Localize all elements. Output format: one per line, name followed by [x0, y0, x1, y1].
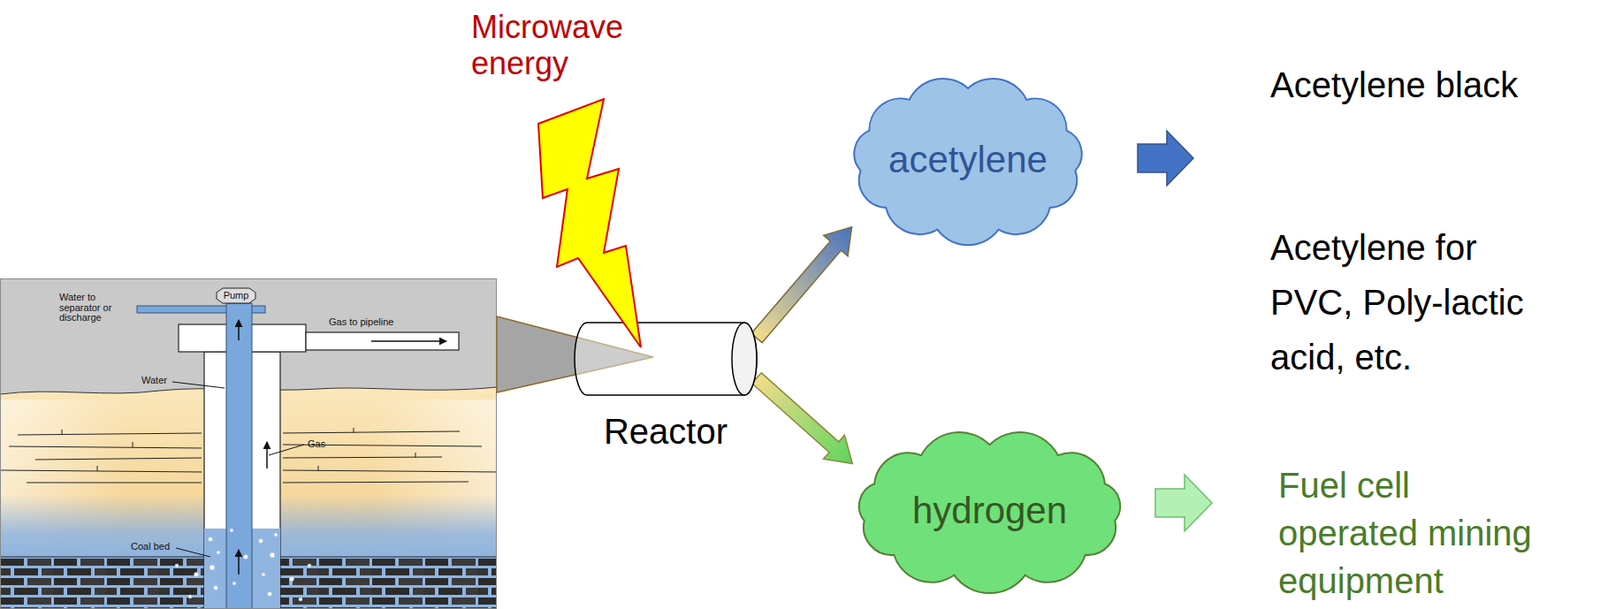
- node-label: hydrogen: [912, 488, 1067, 534]
- part-label: Gas: [307, 438, 335, 450]
- part-label: Water: [141, 374, 177, 387]
- energy-label: Microwave energy: [471, 8, 662, 83]
- part-label: Coal bed: [130, 540, 184, 553]
- part-label: Gas to pipeline: [328, 316, 435, 328]
- reactor-node: Reactor: [574, 321, 757, 453]
- block-arrow: [1137, 130, 1194, 186]
- part-label: Pump: [216, 289, 256, 304]
- product-use: Acetylene for PVC, Poly-lactic acid, etc…: [1270, 220, 1554, 385]
- product-use: Fuel cell operated mining equipment: [1278, 461, 1548, 605]
- block-arrow: [1155, 474, 1212, 532]
- gradient-block-arrow: [752, 373, 854, 465]
- node-label: acetylene: [888, 137, 1048, 183]
- part-label: Water to separator or discharge: [59, 292, 116, 324]
- cloud-node: acetylene: [838, 68, 1098, 253]
- node-label: Reactor: [574, 410, 757, 453]
- cloud-node: hydrogen: [838, 426, 1141, 597]
- reactor-cylinder: [574, 321, 757, 397]
- product-use: Acetylene black: [1270, 63, 1589, 107]
- gradient-block-arrow: [751, 227, 853, 343]
